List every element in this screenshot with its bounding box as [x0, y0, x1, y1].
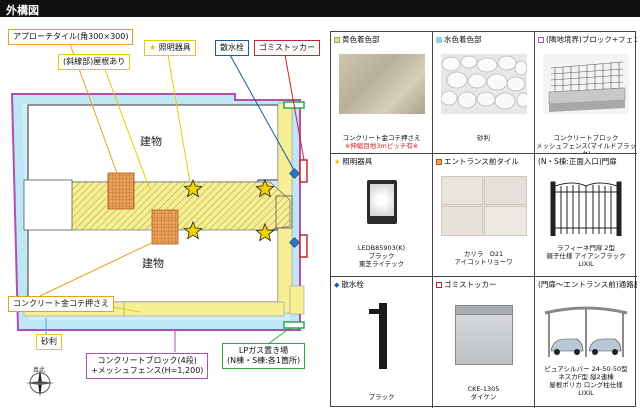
legend-cell-carport: (門扉～エントランス前)通路屋根 ピュアシルバー 24-50-50型 ネスカF型… [538, 280, 637, 397]
light-star-icon-3 [183, 220, 203, 240]
approach-tile-south [151, 209, 179, 245]
orange-square-icon [436, 158, 442, 165]
garbage-image [441, 299, 527, 369]
lp-gas-area [283, 321, 305, 329]
legend-cell-gravel: 水色着色部 砂利 [433, 32, 535, 154]
lighting-image [339, 176, 425, 236]
callout-garbage: ゴミストッカー [254, 40, 320, 56]
site-plan-drawing [10, 43, 308, 397]
legend-cell-gate: (N・S棟:正面入口)門扉 ラフィーネ門扉 2型 親子仕様 アイアンブラック L… [535, 154, 637, 277]
yellow-square-icon [334, 36, 340, 43]
carport-image [543, 299, 629, 361]
callout-concrete: コンクリート金コテ押さえ [8, 296, 114, 312]
red-square-icon [436, 281, 442, 288]
callout-lighting: ★ 照明器具 [144, 40, 196, 56]
approach-tile-north [107, 172, 135, 210]
diamond-icon: ◆ [334, 281, 340, 289]
callout-approach-tile: アプローチタイル(角300×300) [8, 29, 134, 45]
legend-cell-faucet: ◆散水栓 ブラック [331, 277, 433, 408]
joint-note: ※伸縮目地3mピッチ有※ [344, 142, 419, 150]
callout-block-fence: コンクリートブロック(4段) +メッシュフェンス(H=1,200) [86, 353, 209, 379]
light-star-icon-2 [255, 178, 275, 198]
legend-cell-lighting: ★照明器具 LEDB85903(K) ブラック 東芝ライテック [331, 154, 433, 277]
faucet-icon-south [289, 237, 300, 248]
building-label-south: 建物 [142, 257, 164, 270]
building-label-north: 建物 [140, 135, 162, 148]
purple-square-icon [538, 36, 544, 43]
page-title: 外構図 [6, 4, 39, 17]
star-icon: ★ [149, 43, 157, 52]
legend-cell-concrete: 黄色着色部 コンクリート金コテ押さえ ※伸縮目地3mピッチ有※ [331, 32, 433, 154]
gate-image [543, 176, 629, 237]
legend-cell-entrance-tile: エントランス前タイル カリラ D21 アイコットリョーワ [433, 154, 535, 277]
star-icon: ★ [334, 158, 341, 166]
legend-cell-block-fence: (隣地境界)ブロック+フェンス コンクリートブロック メッシュフェンス(マイルド… [535, 32, 637, 154]
compass-icon [26, 369, 54, 397]
tile-image [441, 176, 527, 236]
light-star-icon-4 [255, 222, 275, 242]
site-plan: 建物 建物 アプローチタイル(角300×300) (斜線部)屋根あり ★ 照明器… [0, 17, 330, 411]
fence-image [543, 54, 629, 114]
callout-faucet: 散水栓 [215, 40, 249, 56]
header-bar: 外構図 [0, 0, 640, 17]
faucet-icon-north [289, 168, 300, 179]
lightblue-square-icon [436, 36, 442, 43]
roofed-approach [69, 181, 291, 231]
garbage-stocker-south [299, 234, 308, 258]
light-star-icon-1 [183, 178, 203, 198]
callout-lp-gas: LPガス置き場 (N棟・S棟:各1箇所) [222, 343, 306, 369]
concrete-image [339, 54, 425, 114]
callout-diagonal-roof: (斜線部)屋根あり [58, 54, 131, 70]
compass-label: 真北 [33, 367, 46, 374]
legend-grid: 黄色着色部 コンクリート金コテ押さえ ※伸縮目地3mピッチ有※ 水色着色部 砂利… [330, 31, 637, 408]
garbage-stocker-north [299, 159, 308, 183]
gravel-image [440, 54, 530, 114]
legend-cell-garbage: ゴミストッカー CKE-1305 ダイケン [433, 277, 535, 408]
faucet-image [339, 299, 425, 371]
callout-gravel: 砂利 [36, 334, 62, 350]
